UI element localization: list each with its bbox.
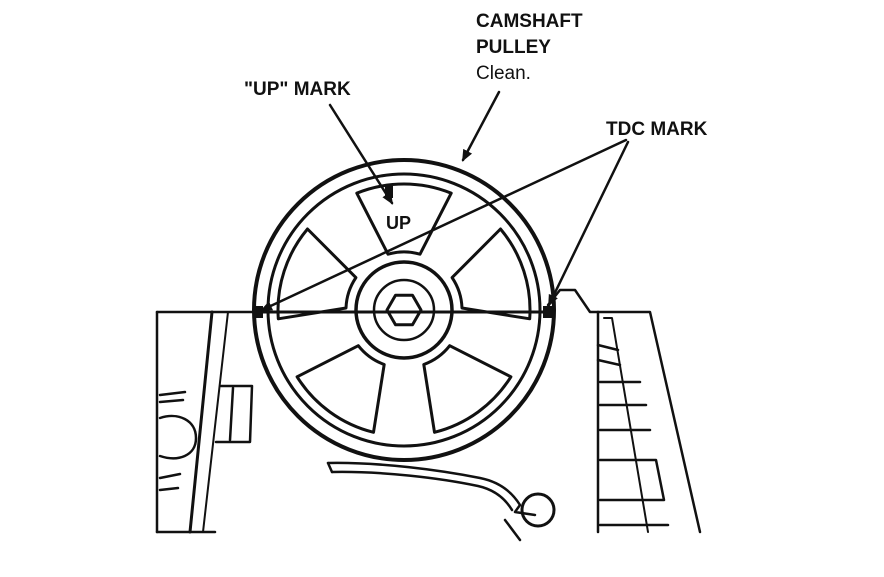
camshaft-pulley <box>252 158 556 462</box>
spoke-window-2 <box>450 227 532 321</box>
spoke-window-5 <box>276 227 358 321</box>
tdc-notch-left <box>254 306 263 318</box>
tdc-notch-right <box>543 306 552 318</box>
spoke-window-4 <box>295 344 386 434</box>
tdc-mark-label: TDC MARK <box>606 119 708 140</box>
camshaft-pulley-label-line2: PULLEY <box>476 37 551 58</box>
pulley-outer-rim <box>252 158 556 462</box>
cylinder-head-left <box>155 310 258 534</box>
pulley-up-text: UP <box>386 213 411 233</box>
hex-bolt <box>385 293 423 327</box>
lower-cover-bracket <box>326 461 556 542</box>
camshaft-pulley-note: Clean. <box>476 63 531 84</box>
cylinder-head-right <box>254 288 702 534</box>
up-mark-label: "UP" MARK <box>244 79 351 100</box>
spoke-window-3 <box>422 344 513 434</box>
camshaft-pulley-label-line1: CAMSHAFT <box>476 11 583 32</box>
pulley-hub <box>354 260 454 360</box>
arrow-tdc-right <box>547 140 630 307</box>
arrow-tdc-left <box>260 138 628 312</box>
pulley-bore <box>372 278 436 342</box>
arrow-up-mark <box>328 103 394 205</box>
arrow-camshaft <box>461 90 501 162</box>
leader-arrows <box>260 90 630 312</box>
